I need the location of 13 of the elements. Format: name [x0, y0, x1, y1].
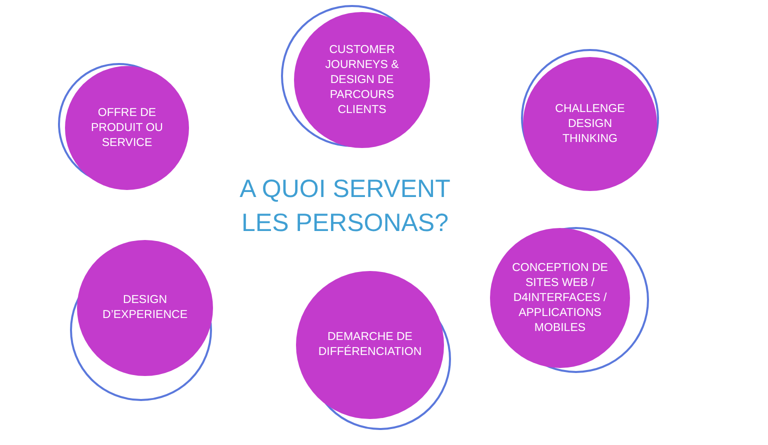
double-circle-drawing — [70, 239, 214, 401]
title: A QUOI SERVENT LES PERSONAS? — [238, 174, 452, 239]
topic-label: CHALLENGE DESIGN THINKING — [554, 102, 626, 146]
double-circle-drawing — [281, 5, 431, 149]
topic-label: DESIGN D’EXPERIENCE — [102, 293, 188, 323]
double-circle-drawing — [295, 270, 451, 430]
topic-label: OFFRE DE PRODUIT OU SERVICE — [90, 106, 164, 150]
topic-label: CONCEPTION DE SITES WEB / D4INTERFACES / APPLICATIONS MOBILES — [511, 260, 609, 336]
double-circle-drawing — [58, 63, 190, 191]
topic-label: CUSTOMER JOURNEYS & DESIGN DE PARCOURS CLIENTS — [324, 42, 400, 118]
topic-label: DEMARCHE DE DIFFÉRENCIATION — [317, 330, 423, 360]
double-circle-drawing — [521, 49, 659, 192]
double-circle-drawing — [489, 227, 649, 373]
